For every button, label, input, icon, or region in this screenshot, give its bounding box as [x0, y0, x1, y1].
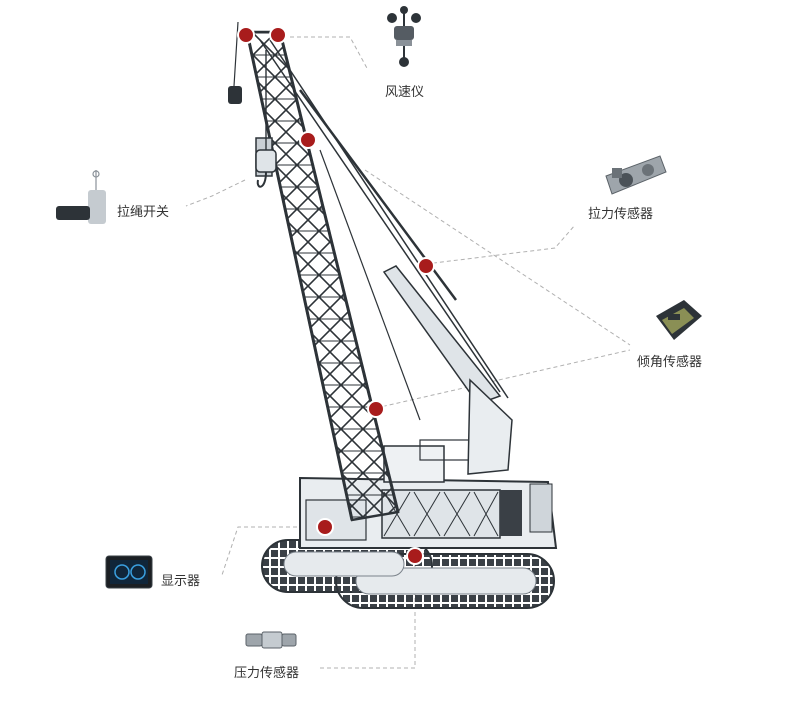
label-rope-switch: 拉绳开关 — [117, 205, 170, 220]
marker-tilt-upper — [299, 131, 317, 149]
marker-anemometer-b — [269, 26, 287, 44]
label-tilt-sensor: 倾角传感器 — [637, 355, 703, 370]
leader-tilt-upper — [364, 169, 631, 346]
label-tension-sensor: 拉力传感器 — [588, 207, 654, 222]
main-boom — [245, 30, 400, 522]
hook-block — [228, 21, 277, 188]
rope-switch-icon — [56, 170, 106, 224]
marker-display — [316, 518, 334, 536]
pressure-sensor-icon — [245, 631, 297, 649]
marker-tilt-lower — [367, 400, 385, 418]
leader-tilt-lower — [375, 349, 631, 409]
label-pressure-sensor: 压力传感器 — [234, 666, 300, 681]
marker-tension — [417, 257, 435, 275]
leader-anemometer — [290, 36, 369, 71]
label-anemometer: 风速仪 — [385, 85, 425, 100]
display-icon — [105, 555, 153, 589]
label-display: 显示器 — [161, 574, 201, 589]
tension-sensor-icon — [605, 155, 667, 195]
leader-rope-switch — [185, 179, 246, 207]
crawler-tracks — [261, 539, 555, 609]
anemometer-icon — [387, 6, 421, 67]
marker-pressure — [406, 547, 424, 565]
rigging — [259, 39, 513, 475]
sensor-markers — [237, 26, 435, 565]
leader-display — [221, 526, 325, 576]
tilt-sensor-icon — [656, 300, 702, 340]
marker-anemometer-a — [237, 26, 255, 44]
leader-tension — [425, 224, 576, 265]
